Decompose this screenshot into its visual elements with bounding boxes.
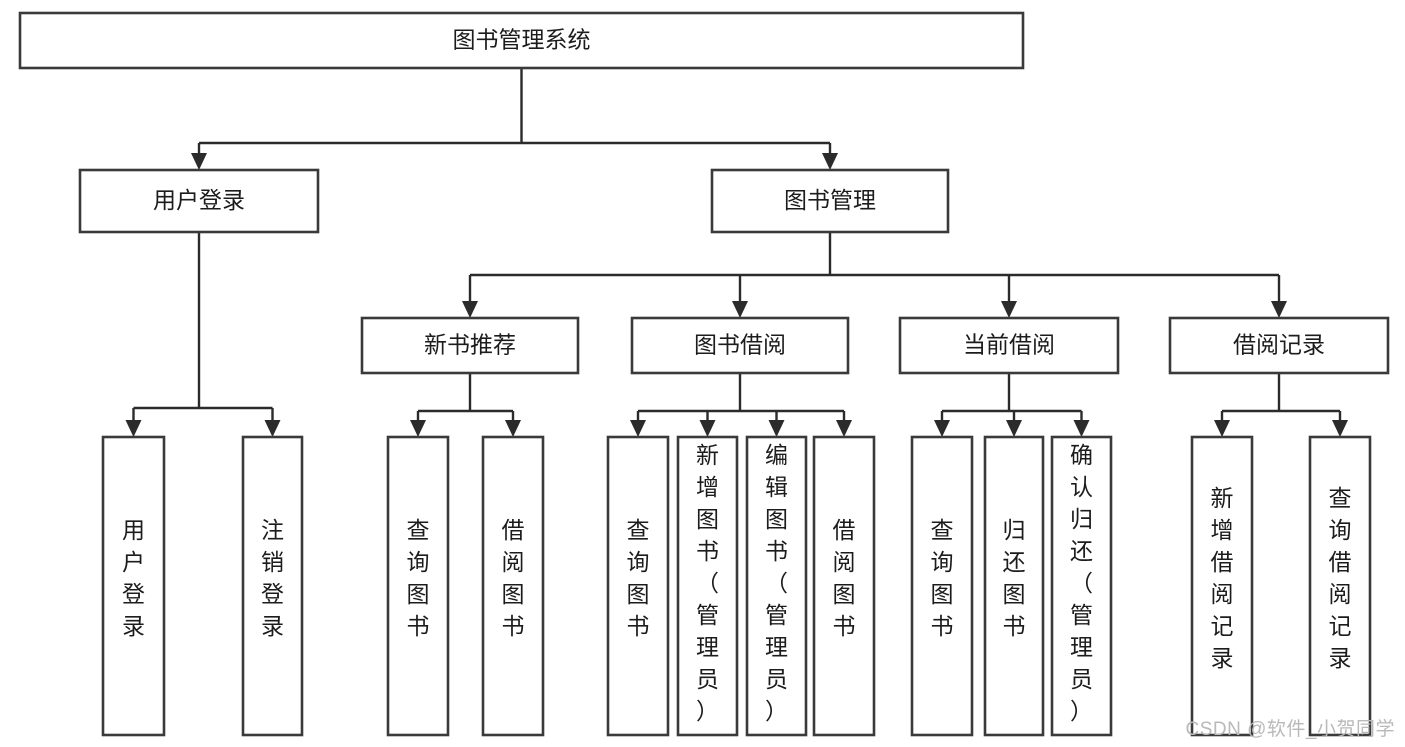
node-label: 用户登录 bbox=[122, 517, 145, 639]
to-leaf-编辑图书管理员-2-arrowhead bbox=[768, 420, 785, 437]
node-label: 注销登录 bbox=[261, 517, 284, 639]
to-leaf-归还图书-1-arrowhead bbox=[1006, 420, 1022, 437]
node-box bbox=[630, 316, 850, 375]
node-leaf-借阅图书-7[interactable]: 借阅图书 bbox=[812, 435, 876, 737]
node-box bbox=[386, 435, 450, 737]
node-leaf-查询借阅记录-12[interactable]: 查询借阅记录 bbox=[1308, 435, 1372, 737]
node-label: 编辑图书（管理员） bbox=[765, 442, 788, 724]
to-leaf-借阅图书-1-arrowhead bbox=[505, 420, 521, 437]
to-借阅记录-arrowhead bbox=[1271, 301, 1287, 318]
node-box bbox=[481, 435, 545, 737]
node-box bbox=[606, 435, 670, 737]
node-box bbox=[78, 168, 320, 234]
to-leaf-新增图书管理员-1-arrowhead bbox=[699, 420, 716, 437]
to-图书管理-arrowhead bbox=[822, 153, 838, 170]
to-leaf-新增借阅记录-0-arrowhead bbox=[1214, 420, 1230, 437]
to-leaf-注销登录-1-arrowhead bbox=[264, 420, 281, 437]
node-category-当前借阅-2[interactable]: 当前借阅 bbox=[898, 316, 1120, 375]
node-label: 图书管理 bbox=[784, 187, 876, 213]
node-box bbox=[1190, 435, 1254, 737]
node-category-借阅记录-3[interactable]: 借阅记录 bbox=[1168, 316, 1390, 375]
to-leaf-用户登录-0-arrowhead bbox=[125, 420, 142, 437]
node-leaf-注销登录-1[interactable]: 注销登录 bbox=[241, 435, 304, 737]
node-label: 借阅图书 bbox=[502, 517, 525, 639]
to-用户登录-arrowhead bbox=[191, 153, 207, 170]
node-category-新书推荐-0[interactable]: 新书推荐 bbox=[360, 316, 580, 375]
node-leaf-确认归还管理员-10[interactable]: 确认归还（管理员） bbox=[1050, 435, 1113, 737]
node-leaf-用户登录-0[interactable]: 用户登录 bbox=[101, 435, 166, 737]
node-box bbox=[1168, 316, 1390, 375]
node-leaf-查询图书-4[interactable]: 查询图书 bbox=[606, 435, 670, 737]
to-leaf-查询图书-0-arrowhead bbox=[934, 420, 950, 437]
node-label: 借阅记录 bbox=[1233, 332, 1325, 358]
node-box bbox=[983, 435, 1045, 737]
node-label: 新增借阅记录 bbox=[1211, 485, 1234, 671]
node-box bbox=[745, 435, 808, 737]
node-category-图书借阅-1[interactable]: 图书借阅 bbox=[630, 316, 850, 375]
node-label: 图书管理系统 bbox=[453, 27, 591, 53]
node-branch-图书管理-1[interactable]: 图书管理 bbox=[710, 168, 950, 234]
node-root-图书管理系统-0[interactable]: 图书管理系统 bbox=[18, 11, 1025, 70]
node-label: 归还图书 bbox=[1003, 517, 1026, 639]
node-box bbox=[360, 316, 580, 375]
node-label: 图书借阅 bbox=[694, 332, 786, 358]
node-box bbox=[910, 435, 974, 737]
node-box bbox=[18, 11, 1025, 70]
to-leaf-查询图书-0-arrowhead bbox=[410, 420, 426, 437]
node-box bbox=[1050, 435, 1113, 737]
node-label: 查询图书 bbox=[931, 517, 954, 639]
node-leaf-借阅图书-3[interactable]: 借阅图书 bbox=[481, 435, 545, 737]
connector-lines bbox=[125, 68, 1348, 437]
node-leaf-归还图书-9[interactable]: 归还图书 bbox=[983, 435, 1045, 737]
node-box bbox=[241, 435, 304, 737]
to-图书借阅-arrowhead bbox=[732, 301, 748, 318]
node-label: 新书推荐 bbox=[424, 332, 516, 358]
node-label: 查询借阅记录 bbox=[1329, 485, 1352, 671]
node-leaf-查询图书-8[interactable]: 查询图书 bbox=[910, 435, 974, 737]
node-box bbox=[710, 168, 950, 234]
node-label: 当前借阅 bbox=[963, 332, 1055, 358]
to-leaf-借阅图书-3-arrowhead bbox=[836, 420, 852, 437]
node-box bbox=[898, 316, 1120, 375]
watermark-text: CSDN @软件_小贺同学 bbox=[1185, 719, 1395, 740]
to-leaf-查询图书-0-arrowhead bbox=[630, 420, 646, 437]
node-leaf-编辑图书管理员-6[interactable]: 编辑图书（管理员） bbox=[745, 435, 808, 737]
node-branch-用户登录-0[interactable]: 用户登录 bbox=[78, 168, 320, 234]
node-label: 新增图书（管理员） bbox=[696, 442, 719, 724]
node-label: 查询图书 bbox=[407, 517, 430, 639]
node-label: 确认归还（管理员） bbox=[1070, 442, 1093, 724]
node-label: 查询图书 bbox=[627, 517, 650, 639]
node-leaf-新增图书管理员-5[interactable]: 新增图书（管理员） bbox=[676, 435, 739, 737]
node-box bbox=[101, 435, 166, 737]
node-label: 借阅图书 bbox=[833, 517, 856, 639]
node-boxes: 图书管理系统用户登录图书管理新书推荐图书借阅当前借阅借阅记录用户登录注销登录查询… bbox=[18, 11, 1390, 737]
node-box bbox=[1308, 435, 1372, 737]
node-leaf-查询图书-2[interactable]: 查询图书 bbox=[386, 435, 450, 737]
node-box bbox=[676, 435, 739, 737]
to-leaf-确认归还管理员-2-arrowhead bbox=[1073, 420, 1090, 437]
node-leaf-新增借阅记录-11[interactable]: 新增借阅记录 bbox=[1190, 435, 1254, 737]
node-label: 用户登录 bbox=[153, 187, 245, 213]
to-当前借阅-arrowhead bbox=[1001, 301, 1017, 318]
to-leaf-查询借阅记录-1-arrowhead bbox=[1332, 420, 1348, 437]
to-新书推荐-arrowhead bbox=[462, 301, 478, 318]
node-box bbox=[812, 435, 876, 737]
